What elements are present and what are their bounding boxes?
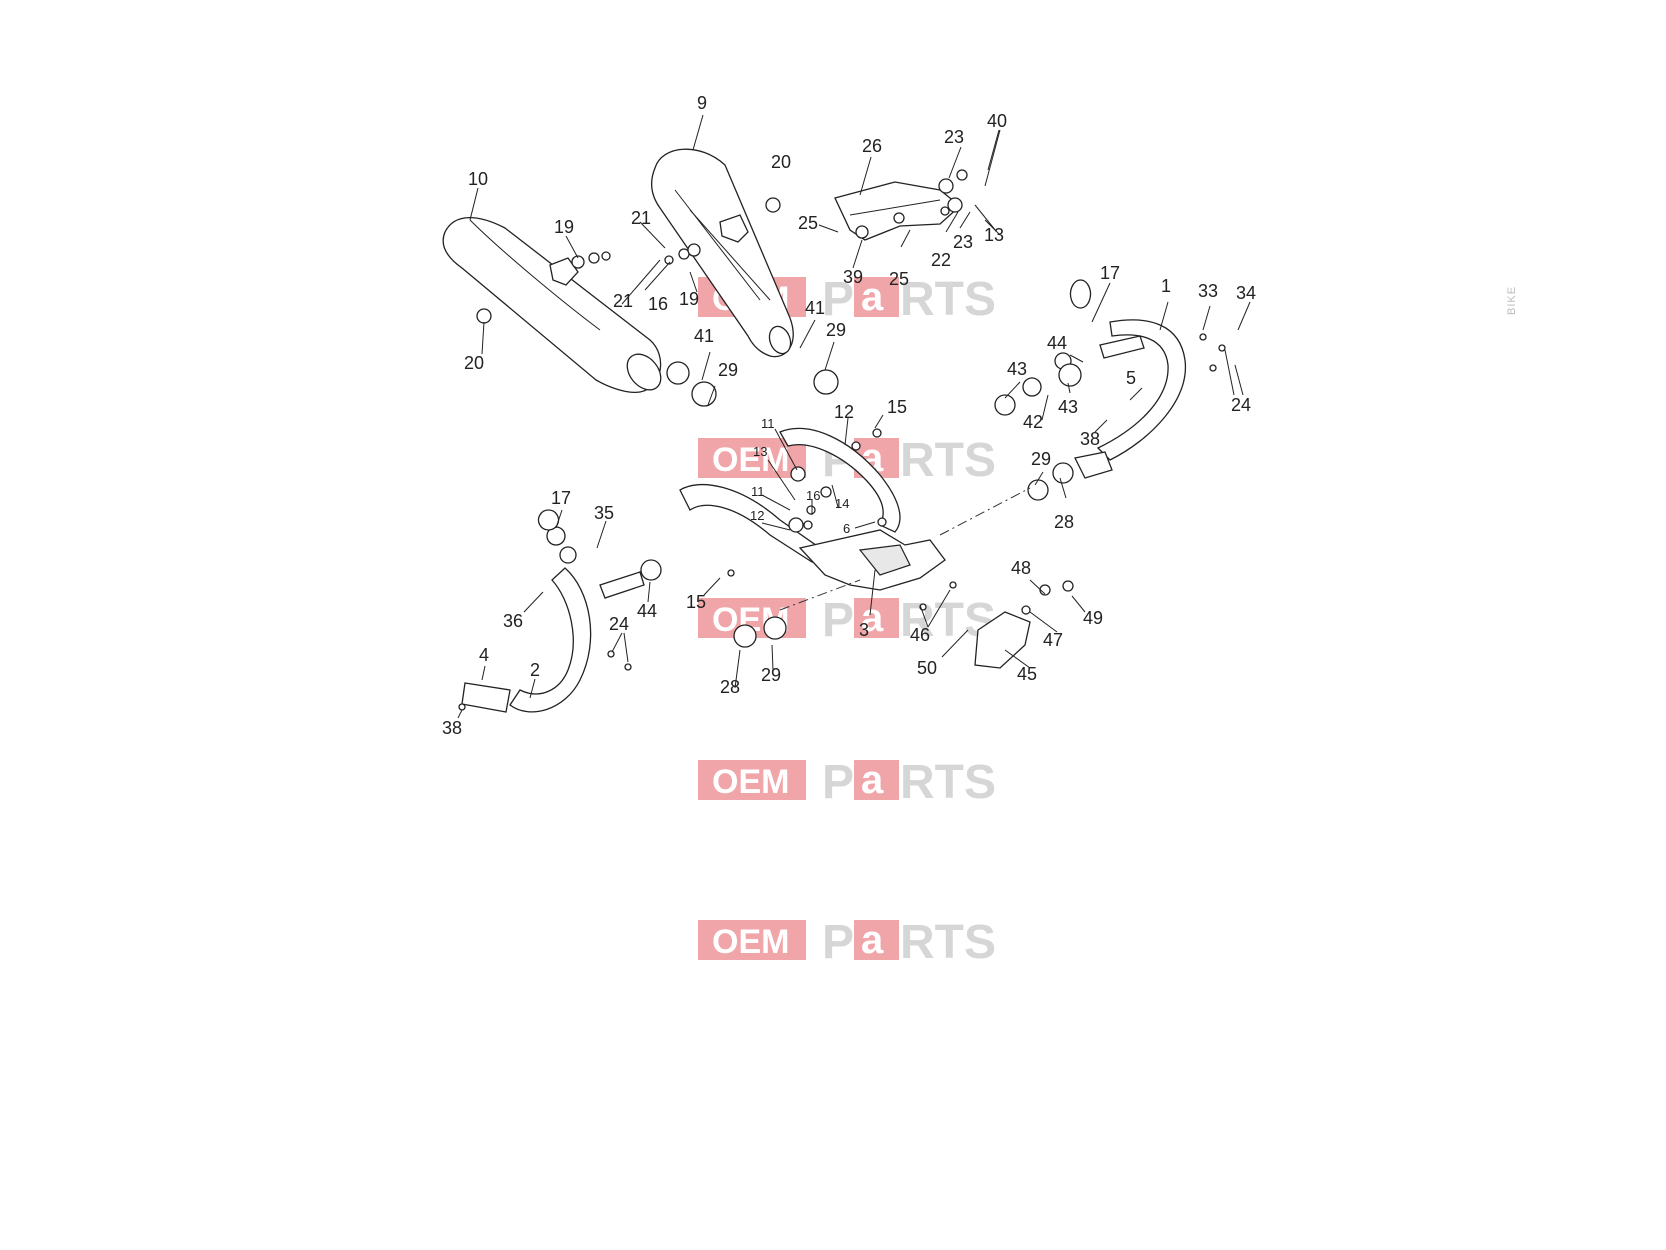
callout-label: 48 bbox=[1011, 558, 1031, 578]
callout-label: 29 bbox=[761, 665, 781, 685]
callout-label: 44 bbox=[1047, 333, 1067, 353]
callout-label: 24 bbox=[1231, 395, 1251, 415]
part-crossover-pipes bbox=[679, 427, 946, 591]
callout-label: 36 bbox=[503, 611, 523, 631]
callout-label: 21 bbox=[631, 208, 651, 228]
callout-label: 47 bbox=[1043, 630, 1063, 650]
callout-label: 13 bbox=[984, 225, 1004, 245]
callout-label: 1 bbox=[1161, 276, 1171, 296]
callout-label: 29 bbox=[1031, 449, 1051, 469]
callout-label: 25 bbox=[889, 269, 909, 289]
watermark-4: OEM P a RTS bbox=[698, 756, 996, 809]
watermark-a-text: a bbox=[861, 918, 884, 962]
callout-label: 41 bbox=[694, 326, 714, 346]
callout-label: 14 bbox=[835, 496, 849, 511]
callout-label: 41 bbox=[805, 298, 825, 318]
callout-label: 2 bbox=[530, 660, 540, 680]
callout-label: 23 bbox=[944, 127, 964, 147]
callout-label: 38 bbox=[1080, 429, 1100, 449]
callout-label: 15 bbox=[686, 592, 706, 612]
callout-label: 11 bbox=[751, 484, 765, 499]
callout-label: 21 bbox=[613, 291, 633, 311]
watermark-oem-text: OEM bbox=[712, 763, 789, 801]
part-heat-shield-45 bbox=[974, 611, 1031, 669]
callout-label: 44 bbox=[637, 601, 657, 621]
callout-label: 22 bbox=[931, 250, 951, 270]
callout-label: 16 bbox=[648, 294, 668, 314]
watermark-oem-text: OEM bbox=[712, 923, 789, 961]
callout-label: 43 bbox=[1058, 397, 1078, 417]
callout-label: 33 bbox=[1198, 281, 1218, 301]
callout-label: 38 bbox=[442, 718, 462, 738]
watermark-a-text: a bbox=[861, 275, 884, 319]
callout-label: 29 bbox=[826, 320, 846, 340]
watermark-a-text: a bbox=[861, 758, 884, 802]
callout-label: 16 bbox=[806, 488, 820, 503]
part-header-pipe-1 bbox=[1074, 319, 1186, 479]
callout-label: 40 bbox=[987, 111, 1007, 131]
callout-label: 34 bbox=[1236, 283, 1256, 303]
part-heat-shield-26 bbox=[834, 181, 962, 241]
watermark-rts-text: RTS bbox=[900, 273, 996, 326]
callout-label: 49 bbox=[1083, 608, 1103, 628]
callout-label: 25 bbox=[798, 213, 818, 233]
callout-label: 20 bbox=[771, 152, 791, 172]
callout-label: 23 bbox=[953, 232, 973, 252]
callout-label: 28 bbox=[1054, 512, 1074, 532]
callout-label: 6 bbox=[843, 521, 850, 536]
watermark-bike-text: BIKE bbox=[1506, 286, 1518, 315]
callout-label: 15 bbox=[887, 397, 907, 417]
callout-label: 29 bbox=[718, 360, 738, 380]
callout-label: 19 bbox=[554, 217, 574, 237]
watermark-a-text: a bbox=[861, 596, 884, 640]
part-small-hardware bbox=[458, 169, 1226, 711]
callout-label: 20 bbox=[464, 353, 484, 373]
watermark-rts-text: RTS bbox=[900, 756, 996, 809]
callout-label: 17 bbox=[1100, 263, 1120, 283]
callout-label: 28 bbox=[720, 677, 740, 697]
callout-labels: 9 10 20 19 21 21 16 19 20 26 23 40 25 39… bbox=[442, 93, 1256, 738]
callout-label: 19 bbox=[679, 289, 699, 309]
callout-label: 46 bbox=[910, 625, 930, 645]
watermark-p-text: P bbox=[822, 594, 854, 647]
callout-label: 12 bbox=[750, 508, 764, 523]
part-silencer-left bbox=[442, 217, 662, 394]
callout-label: 50 bbox=[917, 658, 937, 678]
assembly-axis-line bbox=[779, 579, 861, 611]
callout-label: 45 bbox=[1017, 664, 1037, 684]
callout-label: 17 bbox=[551, 488, 571, 508]
watermark-rts-text: RTS bbox=[900, 916, 996, 969]
leader-lines bbox=[457, 114, 1251, 719]
watermark-p-text: P bbox=[822, 916, 854, 969]
watermark-p-text: P bbox=[822, 756, 854, 809]
callout-label: 5 bbox=[1126, 368, 1136, 388]
assembly-axis-line bbox=[939, 487, 1031, 536]
watermark-rts-text: RTS bbox=[900, 434, 996, 487]
callout-label: 11 bbox=[761, 416, 775, 431]
callout-label: 42 bbox=[1023, 412, 1043, 432]
callout-label: 35 bbox=[594, 503, 614, 523]
watermark-5: OEM P a RTS bbox=[698, 916, 996, 969]
callout-label: 43 bbox=[1007, 359, 1027, 379]
part-silencer-right bbox=[651, 148, 794, 358]
callout-label: 10 bbox=[468, 169, 488, 189]
watermark-oem-text: OEM bbox=[712, 441, 789, 479]
part-header-pipe-2 bbox=[461, 567, 645, 713]
callout-label: 24 bbox=[609, 614, 629, 634]
watermark-p-text: P bbox=[822, 273, 854, 326]
callout-label: 12 bbox=[834, 402, 854, 422]
callout-label: 9 bbox=[697, 93, 707, 113]
callout-label: 13 bbox=[753, 444, 767, 459]
callout-label: 4 bbox=[479, 645, 489, 665]
callout-label: 26 bbox=[862, 136, 882, 156]
callout-label: 39 bbox=[843, 267, 863, 287]
callout-label: 3 bbox=[859, 620, 869, 640]
